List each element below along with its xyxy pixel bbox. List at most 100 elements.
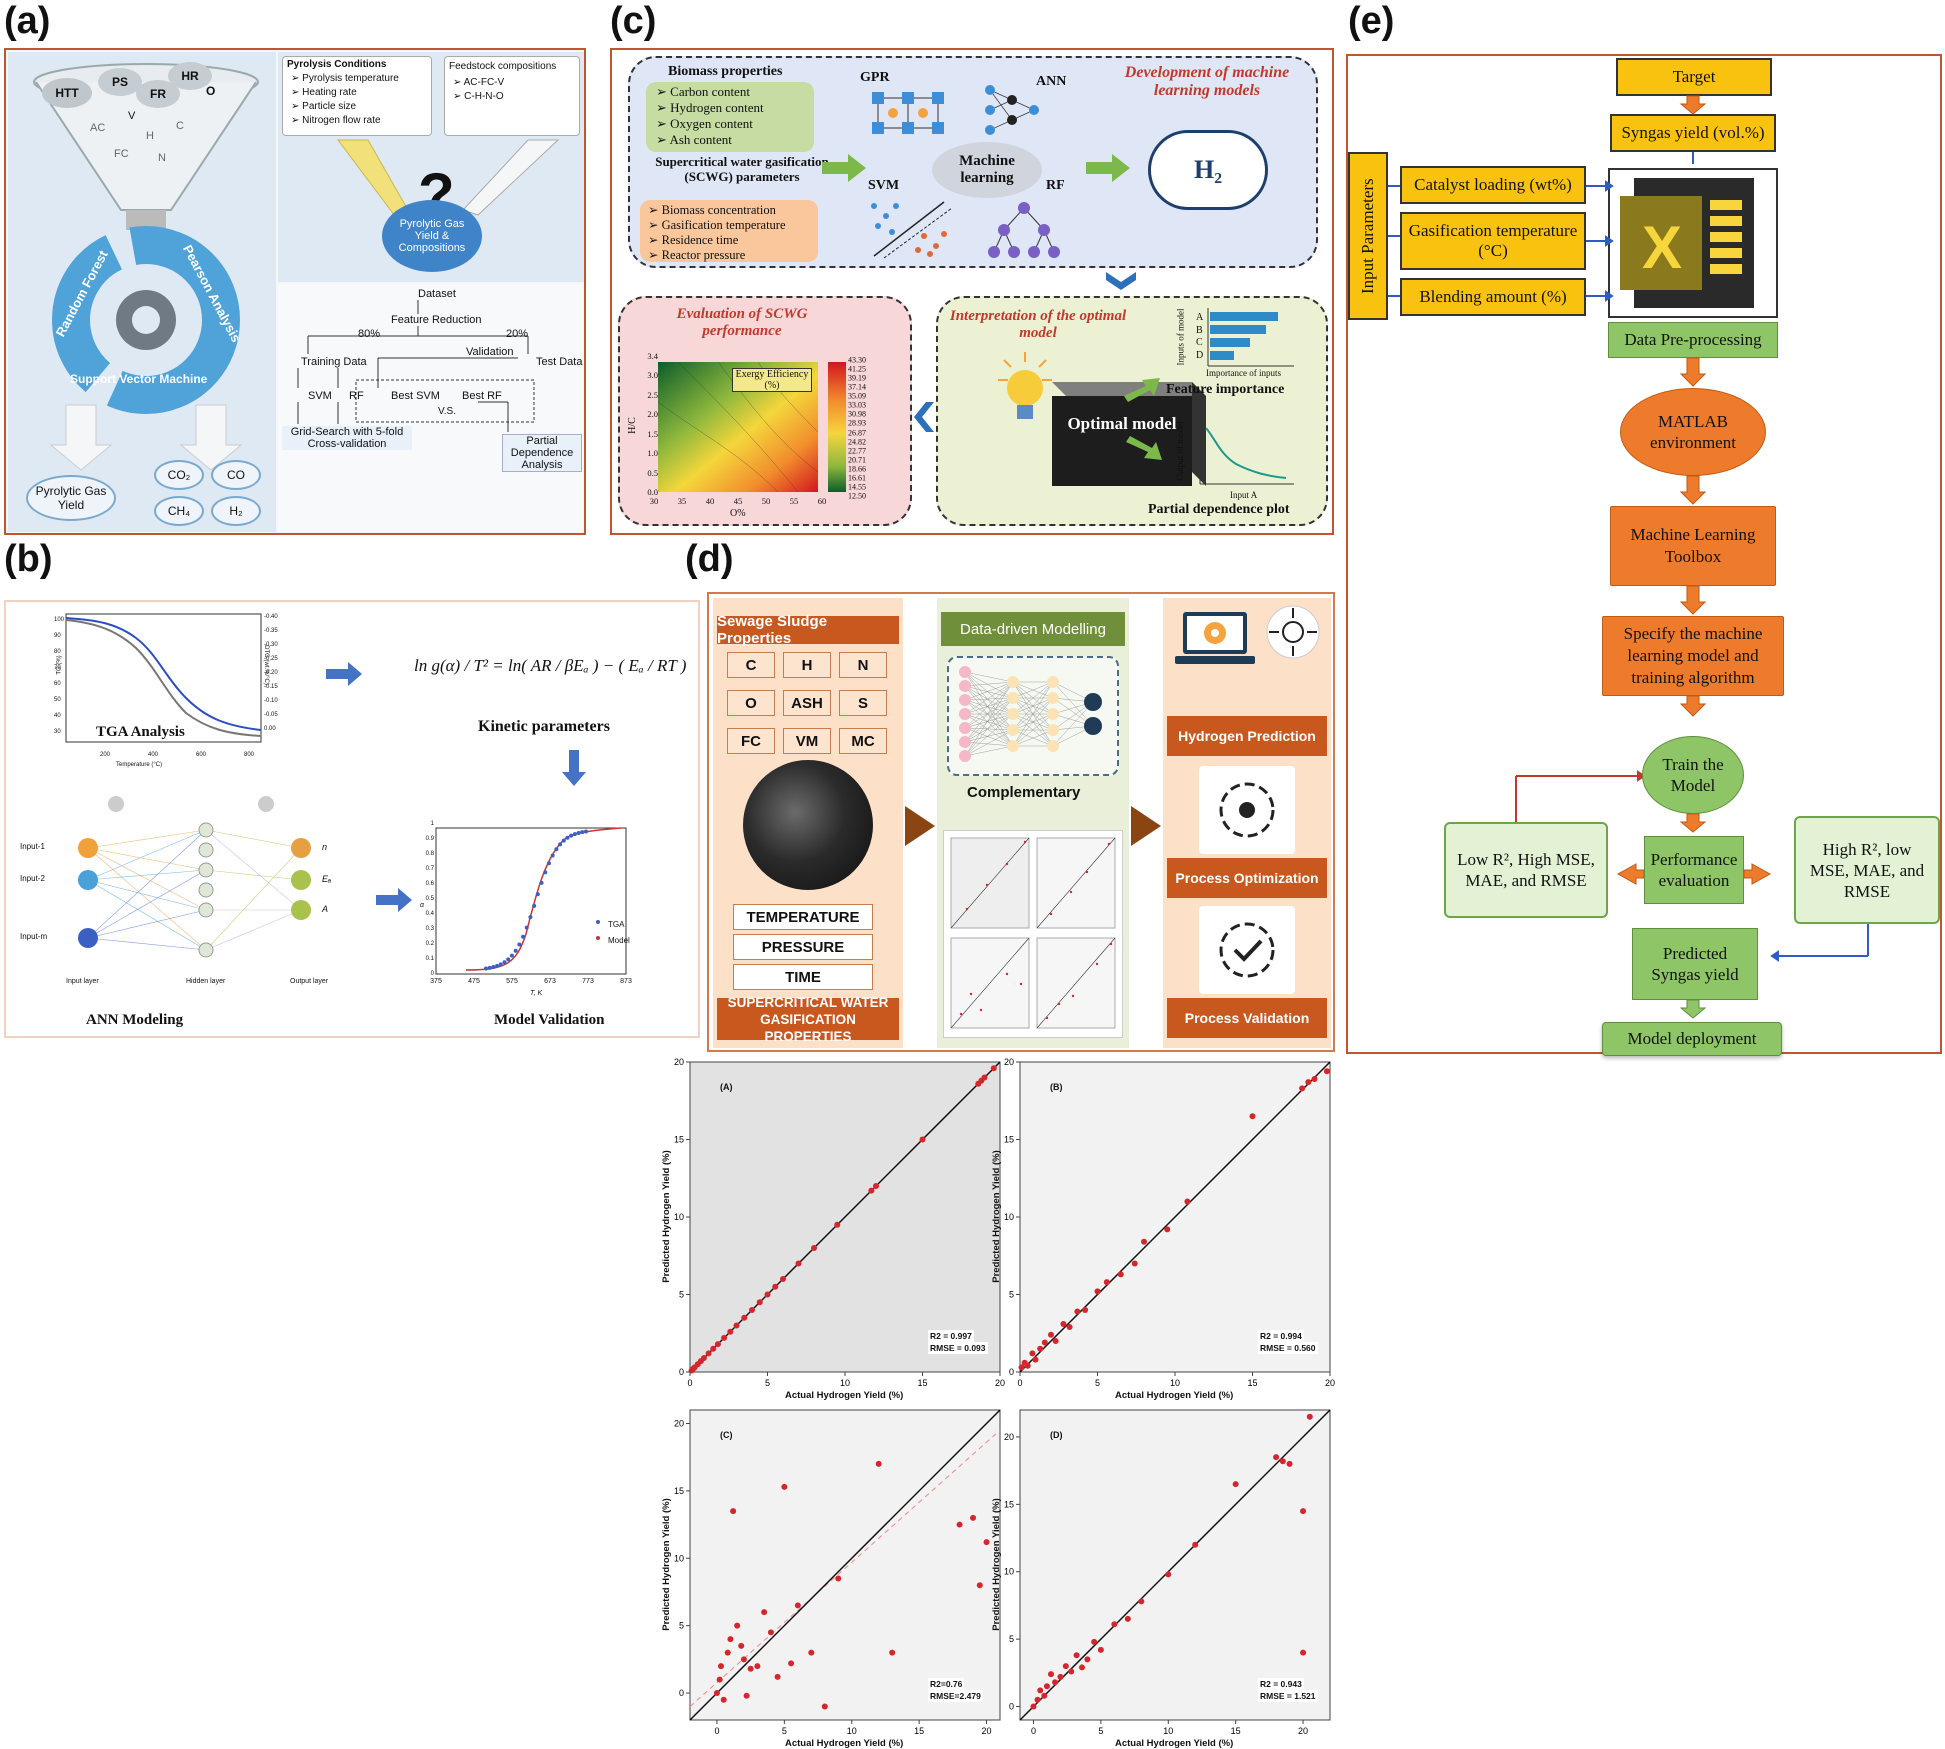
scatter-point: [1041, 1339, 1048, 1346]
scatter-point: [780, 1276, 786, 1282]
ann-output-a: A: [322, 904, 329, 914]
y-tick-label: 20: [1004, 1432, 1014, 1442]
tick-label: 0.0: [647, 487, 658, 497]
ann-output-n: n: [322, 842, 328, 852]
scatter-point: [788, 1660, 795, 1667]
ddm-edge: [1012, 681, 1054, 715]
mv-xlabel: T, K: [530, 990, 543, 997]
out-process-validation: Process Validation: [1167, 998, 1327, 1038]
ddm-network: [959, 666, 1102, 762]
matlab-ellipse: MATLAB environment: [1620, 388, 1766, 476]
scatter-point: [834, 1221, 841, 1228]
tick-label: 24.82: [848, 437, 866, 447]
funnel-item-h: H: [146, 130, 154, 142]
cell-n: N: [839, 652, 887, 678]
cell-ash: ASH: [783, 690, 831, 716]
tga-point: [565, 835, 570, 840]
funnel-item-c: C: [176, 120, 184, 132]
flow-rf: RF: [349, 390, 364, 402]
fi-title: Feature importance: [1166, 382, 1285, 397]
ddm-node: [959, 750, 971, 762]
tga-title: TGA Analysis: [96, 724, 185, 740]
pdp-chart: [1199, 422, 1294, 485]
y-tick-label: 5: [1009, 1634, 1014, 1644]
pdp-title: Partial dependence plot: [1148, 502, 1290, 517]
ddm-node: [1007, 676, 1019, 688]
arrow-down-icon: [562, 750, 586, 786]
x-tick-label: 10: [1163, 1726, 1173, 1736]
syngas-box: Syngas yield (vol.%): [1610, 114, 1776, 152]
sludge-sample-image: [743, 760, 873, 890]
tga-y2ticks: -0.40-0.35-0.30-0.25-0.20-0.15-0.10-0.05…: [264, 614, 278, 732]
scatter-point: [1192, 1541, 1199, 1548]
cell-h: H: [783, 652, 831, 678]
pyrolysis-item: ➢ Particle size: [291, 101, 357, 112]
laptop-gear-icon: [1175, 612, 1255, 664]
tga-point: [484, 966, 488, 971]
fi-ylabel: Inputs of model: [1175, 308, 1186, 366]
cond-temperature: TEMPERATURE: [733, 904, 873, 930]
scwg-box: [640, 200, 818, 262]
scwg-title: Supercritical water gasification (SCWG) …: [655, 154, 829, 184]
scatter-point: [1273, 1454, 1280, 1461]
ddm-node: [959, 722, 971, 734]
ddm-edge: [964, 697, 1014, 701]
flow-pdp: Partial Dependence Analysis: [502, 434, 582, 472]
scatter-point: [956, 1521, 963, 1528]
legend-tga-marker: [596, 920, 600, 924]
scatter-point: [1232, 1481, 1239, 1488]
mini-scatter-plots: [950, 837, 1116, 1029]
tick-label: 35.09: [848, 391, 866, 401]
tick-label: 55: [789, 496, 799, 506]
funnel-item-htt: HTT: [42, 78, 92, 108]
funnel-item-n: N: [158, 152, 166, 164]
tick-label: 39.19: [848, 373, 866, 383]
ddm-edge: [964, 713, 1014, 757]
panel-a-label: (a): [4, 0, 51, 42]
gear-icon: [1219, 782, 1275, 838]
tick-label: 0.4: [425, 911, 434, 917]
eval-title: Evaluation of SCWG performance: [676, 306, 808, 339]
tick-label: 41.25: [848, 364, 866, 374]
tga-point: [554, 847, 559, 852]
scatter-xlabel: Actual Hydrogen Yield (%): [785, 1390, 904, 1401]
model-validation-chart: [435, 827, 627, 975]
svg-text:X: X: [1642, 214, 1682, 281]
scatter-point: [724, 1649, 731, 1656]
feedstock-item: ➢ AC-FC-V: [453, 77, 505, 88]
optimal-model: Optimal model: [1067, 414, 1177, 433]
ann-layer-label: Input layer: [66, 978, 99, 985]
pdp-ylabel: Output of model: [1174, 421, 1185, 481]
scatter-point: [721, 1334, 728, 1341]
tick-label: 37.14: [848, 382, 866, 392]
y-tick-label: 0: [1009, 1702, 1014, 1712]
ddm-node: [1047, 676, 1059, 688]
funnel-item-fc: FC: [114, 148, 129, 160]
low-box: Low R², High MSE, MAE, and RMSE: [1444, 822, 1608, 918]
biomass-item: ➢ Hydrogen content: [656, 100, 764, 115]
scatter-identity-line: [689, 1409, 1001, 1721]
y-tick-label: 10: [674, 1212, 684, 1222]
scatter-point: [1279, 1458, 1286, 1465]
scatter-rmse: RMSE = 1.521: [1258, 1690, 1318, 1702]
scatter-point: [1037, 1345, 1044, 1352]
sludge-title: Sewage Sludge Properties: [717, 613, 899, 647]
tick-label: 12.50: [848, 491, 866, 501]
scatter-point: [700, 1355, 707, 1362]
fi-bar: [1210, 338, 1250, 347]
flow-20: 20%: [506, 328, 529, 340]
ddm-edge: [964, 681, 1014, 701]
scatter-tag: (B): [1050, 1082, 1063, 1092]
ddm-edge: [1012, 681, 1054, 747]
ddm-edge: [1012, 681, 1054, 731]
scatter-ylabel: Predicted Hydrogen Yield (%): [660, 1150, 672, 1283]
biomass-title: Biomass properties: [668, 64, 783, 79]
scatter-point: [734, 1622, 741, 1629]
scatter-xlabel: Actual Hydrogen Yield (%): [1115, 1738, 1234, 1749]
scatter-point: [1041, 1692, 1048, 1699]
scatter-point: [1018, 1364, 1025, 1371]
scatter-point: [1184, 1198, 1191, 1205]
x-tick-label: 15: [917, 1378, 927, 1388]
